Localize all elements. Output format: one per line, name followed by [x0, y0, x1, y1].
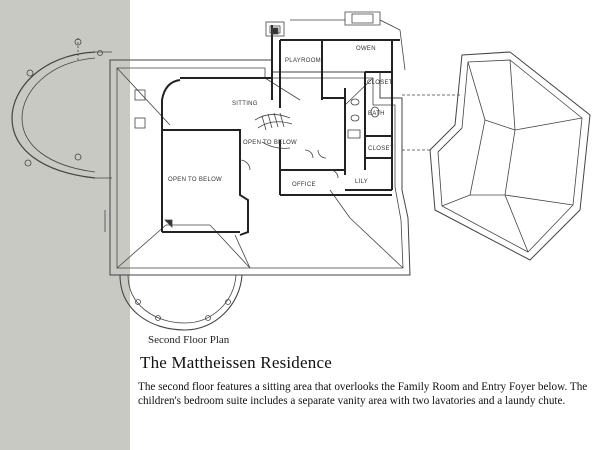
- room-label-open-to-below-stair: OPEN TO BELOW: [243, 140, 297, 146]
- room-label-closet-bottom: CLOSET: [368, 146, 394, 152]
- room-label-owen: OWEN: [356, 46, 376, 52]
- room-label-sitting: SITTING: [232, 101, 258, 107]
- room-label-open-to-below-left: OPEN TO BELOW: [168, 177, 222, 183]
- corner-marker: [164, 219, 173, 228]
- top-turret: [265, 11, 406, 71]
- residence-title: The Mattheissen Residence: [140, 353, 332, 372]
- plan-subtitle: Second Floor Plan: [148, 334, 230, 346]
- room-label-lily: LILY: [355, 179, 368, 185]
- stairs: [254, 112, 293, 149]
- room-label-playroom: PLAYROOM: [285, 58, 321, 64]
- door-swings: [239, 149, 339, 179]
- skylight: [134, 117, 146, 129]
- interior-walls: [161, 25, 400, 236]
- plan-description: The second floor features a sitting area…: [138, 381, 588, 407]
- room-label-closet-top: CLOSET: [367, 80, 393, 86]
- garage-roof: [429, 51, 591, 261]
- lower-round-porch: [104, 210, 243, 331]
- gray-sidebar-panel: [0, 0, 130, 450]
- room-label-office: OFFICE: [292, 182, 316, 188]
- breezeway: [402, 94, 460, 151]
- left-round-tower: [11, 38, 112, 179]
- skylight: [134, 89, 146, 101]
- room-label-bath: BATH: [368, 111, 385, 117]
- bath-fixtures: [347, 98, 380, 139]
